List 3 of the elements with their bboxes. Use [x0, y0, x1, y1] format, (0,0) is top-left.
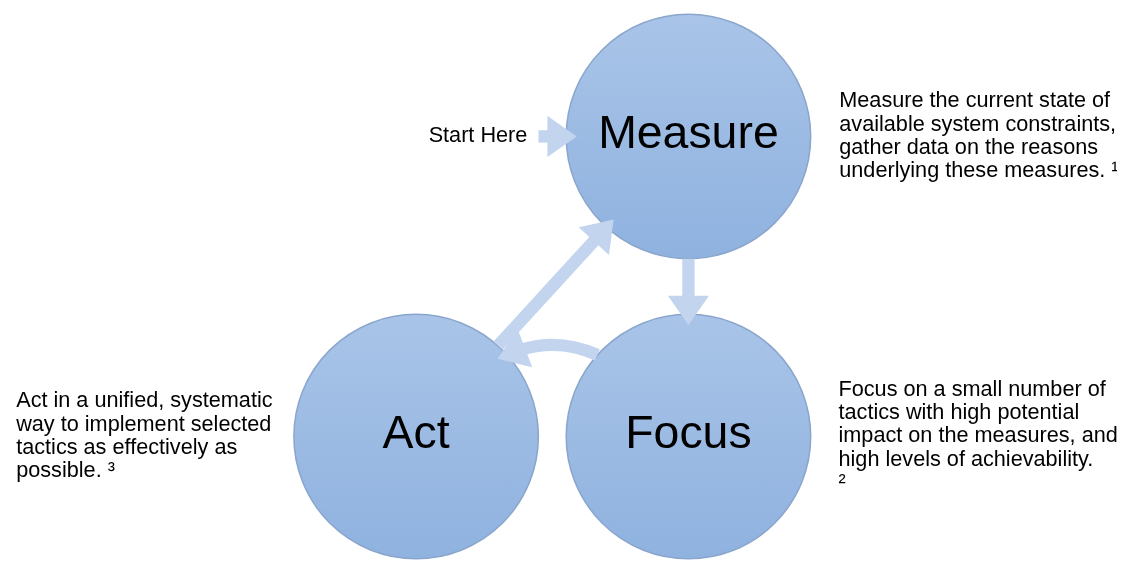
node-label: Act in a unified, systematic way to implement selected tactics as effectively as possible. ³ — [16, 387, 273, 483]
node-label: Focus on a small number of tactics with high potential impact on the measures, and high levels of achievability. ² — [838, 375, 1118, 494]
node-text: Start Here — [428, 122, 528, 148]
